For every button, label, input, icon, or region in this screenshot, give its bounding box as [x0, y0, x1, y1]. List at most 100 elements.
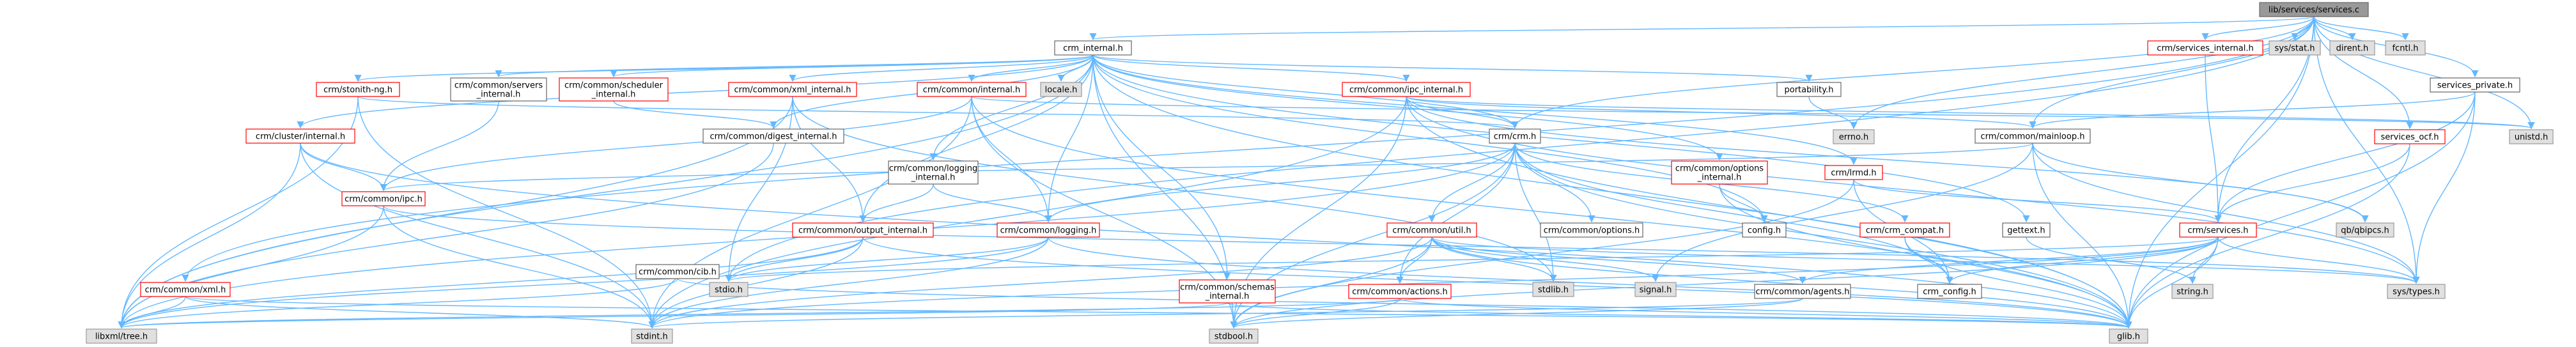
node-stdbool-h[interactable]: stdbool.h — [1209, 328, 1259, 344]
node-label: _internal.h — [1205, 292, 1250, 302]
node-crm-stonith-ng-h[interactable]: crm/stonith-ng.h — [316, 82, 400, 97]
node-cib-h[interactable]: crm/common/cib.h — [635, 264, 720, 279]
node-agents-h[interactable]: crm/common/agents.h — [1754, 284, 1851, 299]
edge-ipc_h-to-sys_types_h — [383, 205, 2420, 284]
node-options-internal-h[interactable]: crm/common/options_internal.h — [1671, 160, 1768, 185]
node-crm-services-internal-h[interactable]: crm/services_internal.h — [2147, 40, 2263, 56]
edge-util_h-to-signal_h — [1431, 236, 1659, 282]
edge-util_h-to-agents_h — [1431, 236, 1806, 284]
node-cluster-internal-h[interactable]: crm/cluster/internal.h — [245, 128, 355, 144]
node-services-ocf-h[interactable]: services_ocf.h — [2374, 129, 2446, 144]
node-fcntl-h[interactable]: fcntl.h — [2385, 40, 2426, 56]
node-label: crm/common/xml_internal.h — [734, 86, 851, 95]
node-label: crm/common/schemas — [1180, 283, 1275, 293]
edge-ipc_h-to-stdint_h — [383, 205, 656, 329]
node-box — [245, 128, 355, 144]
edge-cib_h-to-glib_h — [677, 278, 2132, 329]
edge-cluster_internal_h-to-ipc_h — [300, 143, 387, 192]
node-stdint-h[interactable]: stdint.h — [631, 328, 673, 344]
node-box — [2259, 2, 2369, 17]
node-libxml-tree-h[interactable]: libxml/tree.h — [86, 328, 157, 344]
edge-services_c-to-crm_services_internal_h — [2201, 16, 2315, 41]
node-util-h[interactable]: crm/common/util.h — [1386, 222, 1477, 238]
node-locale-h[interactable]: locale.h — [1040, 82, 1082, 97]
node-signal-h[interactable]: signal.h — [1634, 282, 1677, 297]
node-box — [1540, 222, 1643, 238]
node-box — [2387, 284, 2446, 299]
node-logging-h[interactable]: crm/common/logging.h — [997, 222, 1100, 238]
node-scheduler-internal-h[interactable]: crm/common/scheduler_internal.h — [559, 77, 669, 102]
node-box — [1348, 284, 1452, 299]
node-ipc-h[interactable]: crm/common/ipc.h — [341, 191, 426, 206]
node-stdio-h[interactable]: stdio.h — [709, 282, 749, 297]
node-label: sys/types.h — [2393, 288, 2440, 297]
edge-ipc_internal_h-to-unistd_h — [1406, 96, 2534, 130]
node-label: glib.h — [2117, 332, 2140, 342]
node-services-h[interactable]: crm/services.h — [2179, 222, 2257, 238]
node-crm-config-h[interactable]: crm_config.h — [1917, 284, 1982, 299]
node-xml-internal-h[interactable]: crm/common/xml_internal.h — [728, 82, 857, 97]
node-output-internal-h[interactable]: crm/common/output_internal.h — [792, 222, 934, 238]
edge-ipc_h-to-libxml_tree_h — [118, 205, 384, 329]
node-label: config.h — [1748, 226, 1781, 236]
node-box — [1975, 128, 2091, 144]
node-digest-internal-h[interactable]: crm/common/digest_internal.h — [702, 128, 844, 144]
node-common-internal-h[interactable]: crm/common/internal.h — [917, 82, 1027, 97]
edge-ipc_internal_h-to-glib_h — [1406, 96, 2132, 329]
node-crm-common-xml-h[interactable]: crm/common/xml.h — [140, 282, 231, 297]
node-stdlib-h[interactable]: stdlib.h — [1532, 282, 1574, 297]
edge-crm_internal_h-to-ipc_internal_h — [1092, 54, 1410, 82]
edge-crm_internal_h-to-common_internal_h — [968, 54, 1094, 82]
node-crm-compat-h[interactable]: crm/crm_compat.h — [1859, 222, 1950, 238]
node-unistd-h[interactable]: unistd.h — [2509, 129, 2554, 144]
node-actions-h[interactable]: crm/common/actions.h — [1348, 284, 1452, 299]
node-box — [316, 82, 400, 97]
node-label: crm/common/output_internal.h — [798, 226, 927, 236]
node-box — [1532, 282, 1574, 297]
node-servers-internal-h[interactable]: crm/common/servers_internal.h — [450, 77, 547, 102]
edge-ipc_internal_h-to-mainloop_h — [1406, 96, 2037, 129]
edge-portability_h-to-errno_h — [1808, 96, 1858, 130]
node-errno-h[interactable]: errno.h — [1833, 129, 1875, 144]
node-box — [1209, 328, 1259, 344]
node-mainloop-h[interactable]: crm/common/mainloop.h — [1975, 128, 2091, 144]
node-label: _internal.h — [911, 173, 956, 183]
edge-crm_internal_h-to-portability_h — [1092, 54, 1813, 82]
node-glib-h[interactable]: glib.h — [2109, 328, 2148, 344]
node-qb-ipcs-h[interactable]: qb/qbipcs.h — [2336, 222, 2394, 238]
edge-ipc_internal_h-to-crm_h — [1406, 96, 1519, 129]
node-sys-stat-h[interactable]: sys/stat.h — [2269, 40, 2321, 56]
node-crm-h[interactable]: crm/crm.h — [1489, 128, 1541, 144]
node-label: stdlib.h — [1538, 286, 1569, 295]
edge-ipc_internal_h-to-stdint_h — [648, 96, 1407, 329]
node-dirent-h[interactable]: dirent.h — [2329, 40, 2375, 56]
edge-services_private_h-to-mainloop_h — [2029, 91, 2476, 129]
node-crm-internal-h[interactable]: crm_internal.h — [1054, 40, 1132, 56]
node-options-h[interactable]: crm/common/options.h — [1540, 222, 1643, 238]
node-portability-h[interactable]: portability.h — [1776, 82, 1842, 97]
edge-servers_internal_h-to-ipc_h — [380, 100, 499, 192]
node-lrmd-h[interactable]: crm/lrmd.h — [1824, 165, 1883, 180]
node-gettext-h[interactable]: gettext.h — [2002, 222, 2051, 238]
node-config-h[interactable]: config.h — [1742, 222, 1787, 238]
node-box — [1040, 82, 1082, 97]
node-sys-types-h[interactable]: sys/types.h — [2387, 284, 2446, 299]
edge-crm_internal_h-to-options_internal_h — [1092, 54, 1723, 161]
edge-services_c-to-stdio_h — [725, 16, 2315, 282]
node-logging-internal-h[interactable]: crm/common/logging_internal.h — [888, 160, 979, 185]
edge-crm_internal_h-to-logging_internal_h — [929, 54, 1094, 161]
node-label: _internal.h — [591, 90, 636, 100]
edge-scheduler_internal_h-to-digest_internal_h — [613, 100, 777, 129]
node-label: qb/qbipcs.h — [2341, 226, 2389, 236]
edge-logging_h-to-stdint_h — [648, 236, 1049, 329]
node-label: crm/common/internal.h — [923, 86, 1021, 95]
edge-services_c-to-unistd_h — [2313, 16, 2535, 130]
edge-lrmd_h-to-stdbool_h — [1230, 179, 1854, 329]
node-services-private-h[interactable]: services_private.h — [2430, 77, 2520, 93]
node-schemas-internal-h[interactable]: crm/common/schemas_internal.h — [1179, 279, 1276, 304]
node-label: crm_config.h — [1923, 288, 1976, 297]
node-label: dirent.h — [2336, 44, 2369, 54]
node-ipc-internal-h[interactable]: crm/common/ipc_internal.h — [1342, 82, 1471, 97]
node-services-c[interactable]: lib/services/services.c — [2259, 2, 2369, 17]
node-string-h[interactable]: string.h — [2171, 284, 2214, 299]
